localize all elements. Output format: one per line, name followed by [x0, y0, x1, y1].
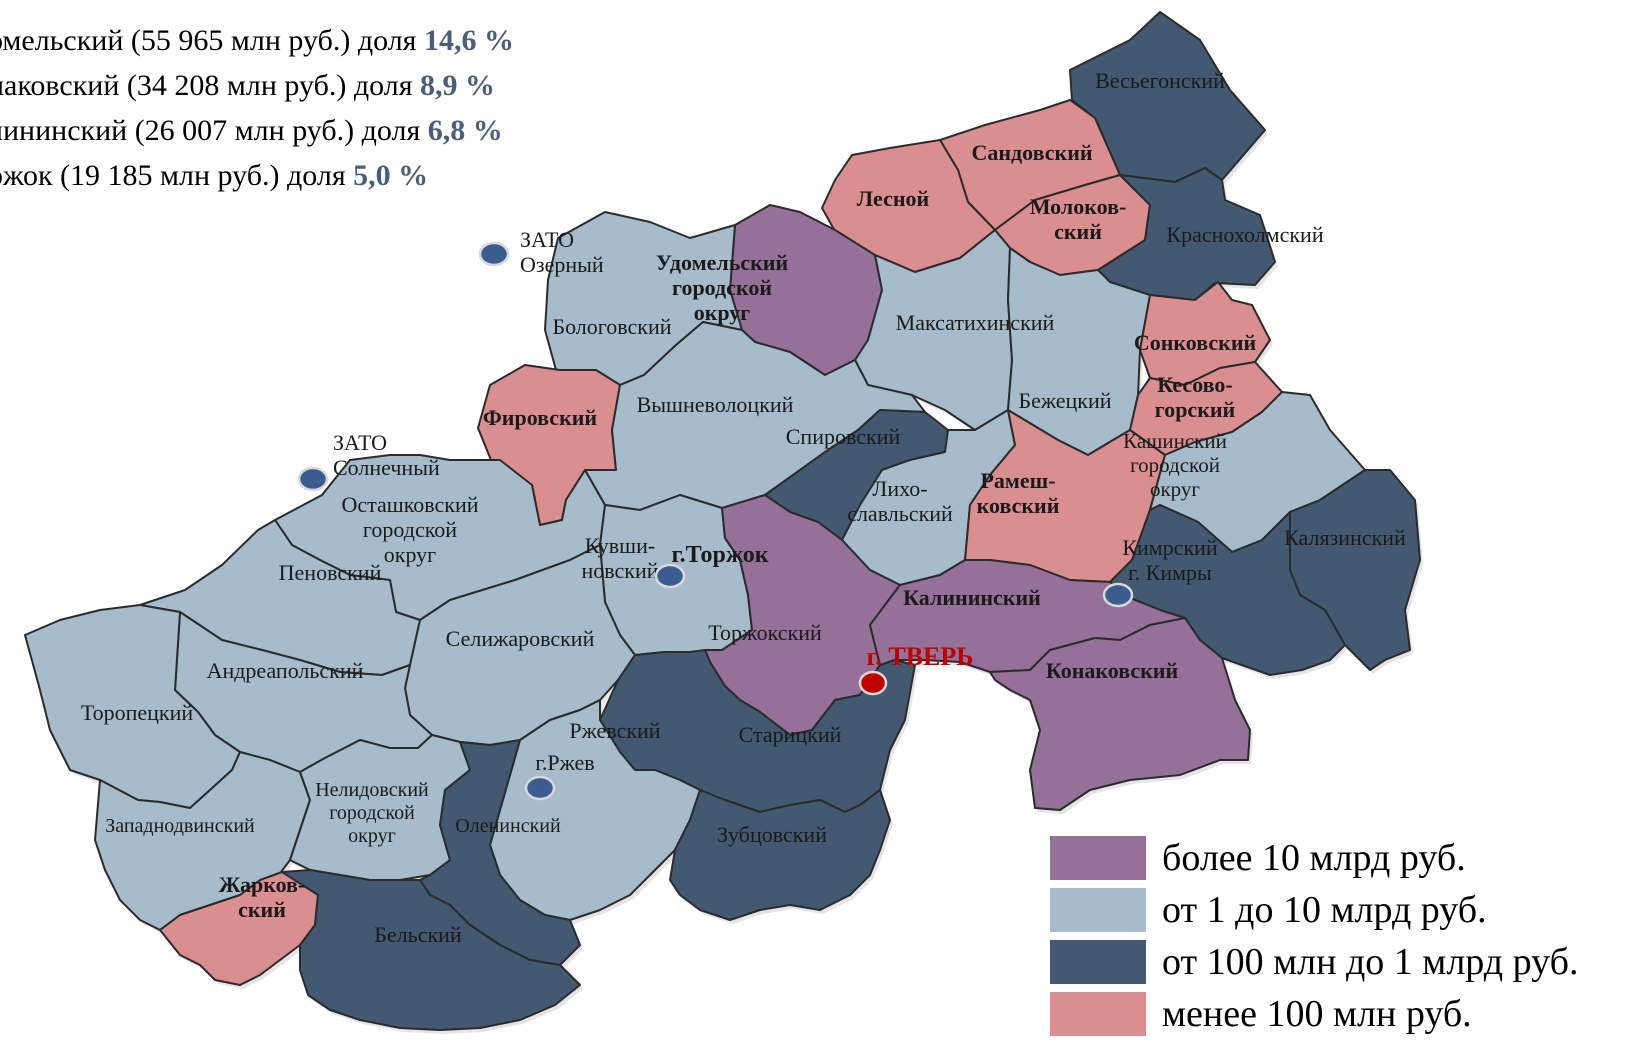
stat-line: омельский (55 965 млн руб.) доля 14,6 %: [0, 18, 514, 63]
legend-swatch-min: [1050, 992, 1146, 1036]
district-label-penovsky: Пеновский: [279, 560, 382, 585]
legend-swatch-mid: [1050, 888, 1146, 932]
legend-label: от 100 млн до 1 млрд руб.: [1162, 941, 1579, 983]
district-label-oleninsky: Оленинский: [455, 815, 561, 837]
district-label-bezhetsky: Бежецкий: [1018, 388, 1111, 413]
legend-item-mid: от 1 до 10 млрд руб.: [1050, 884, 1578, 936]
legend-swatch-high: [1050, 836, 1146, 880]
stat-text: линински​й (26 007 млн руб.) доля: [0, 114, 428, 147]
district-label-belsky: Бельский: [374, 922, 462, 947]
district-label-kalyazinsky: Калязинский: [1284, 525, 1406, 550]
stat-share: 6,8 %: [427, 114, 503, 147]
city-label-torzhok: г.Торжок: [671, 542, 768, 568]
district-label-rzhevsky: Ржевский: [569, 718, 660, 743]
district-label-molokovsky: Молоков-ский: [1030, 194, 1127, 244]
city-marker-kimry[interactable]: [1102, 582, 1134, 608]
district-label-zapadnodvinsky: Западнодвинский: [105, 815, 255, 837]
legend-label: менее 100 млн руб.: [1162, 993, 1472, 1035]
districts-layer: [24, 11, 1423, 1034]
district-label-konakovsky: Конаковский: [1046, 658, 1179, 683]
district-label-kalininsky: Калининский: [903, 585, 1041, 610]
district-label-vyshnevolotsky: Вышневолоцкий: [637, 392, 794, 417]
district-label-vesegonsky: Весьегонский: [1095, 68, 1225, 93]
stat-line: линински​й (26 007 млн руб.) доля 6,8 %: [0, 108, 514, 153]
city-marker-tver[interactable]: [858, 670, 888, 696]
district-label-kesovogorsky: Кесово-горский: [1155, 372, 1236, 422]
district-label-maksatikhinsky: Максатихинский: [896, 310, 1055, 335]
stat-text: наковский (34 208 млн руб.) доля: [0, 69, 421, 102]
district-label-zharkovsky: Жарков-ский: [219, 872, 306, 922]
stat-share: 8,9 %: [420, 69, 496, 102]
city-marker-zato-solnechny[interactable]: [297, 466, 329, 492]
district-belsky[interactable]: [281, 869, 581, 1031]
stat-line: наковский (34 208 млн руб.) доля 8,9 %: [0, 63, 514, 108]
district-label-staritsky: Старицкий: [739, 722, 842, 747]
district-sonkovsky[interactable]: [1139, 281, 1271, 386]
city-marker-torzhok[interactable]: [654, 563, 686, 589]
legend-item-low: от 100 млн до 1 млрд руб.: [1050, 936, 1578, 988]
district-label-torzhoksky: Торжокский: [708, 620, 822, 645]
stat-text: омельский (55 965 млн руб.) доля: [0, 24, 424, 57]
stat-text: ржок (19 185 млн руб.) доля: [0, 159, 354, 192]
legend-label: от 1 до 10 млрд руб.: [1162, 889, 1487, 931]
district-zubtsovsky[interactable]: [669, 789, 891, 921]
map-legend: более 10 млрд руб. от 1 до 10 млрд руб. …: [1050, 832, 1578, 1040]
district-label-firovsky: Фировский: [483, 405, 598, 430]
district-label-andreapolsky: Андреапольский: [207, 658, 364, 683]
top-districts-stats: омельский (55 965 млн руб.) доля 14,6 % …: [0, 18, 514, 198]
city-marker-rzhev[interactable]: [524, 775, 556, 801]
district-label-sonkovsky: Сонковский: [1134, 330, 1257, 355]
district-label-rameshkovsky: Рамеш-ковский: [977, 468, 1060, 518]
legend-item-min: менее 100 млн руб.: [1050, 988, 1578, 1040]
district-label-likhoslavlsky: Лихо-славльский: [847, 476, 953, 526]
district-konakovsky[interactable]: [989, 617, 1251, 811]
district-label-krasnoholmsky: Краснохолмский: [1166, 222, 1323, 247]
district-krasnoholmsky[interactable]: [1097, 167, 1276, 301]
district-label-spirovsky: Спировский: [786, 424, 901, 449]
stat-share: 5,0 %: [353, 159, 429, 192]
district-label-bologovsky: Бологовский: [552, 314, 671, 339]
stat-share: 14,6 %: [423, 24, 514, 57]
stat-line: ржок (19 185 млн руб.) доля 5,0 %: [0, 153, 514, 198]
district-label-zubtsovsky: Зубцовский: [717, 822, 827, 847]
legend-item-high: более 10 млрд руб.: [1050, 832, 1578, 884]
district-label-toropetsky: Торопецкий: [81, 700, 194, 725]
district-label-kuvshinovsky: Кувши-новский: [581, 533, 658, 583]
legend-swatch-low: [1050, 940, 1146, 984]
city-marker-zato-ozerny[interactable]: [478, 241, 510, 267]
legend-label: более 10 млрд руб.: [1162, 837, 1466, 879]
district-label-sandovsky: Сандовский: [971, 140, 1092, 165]
district-label-selizharovsky: Селижаровский: [446, 626, 595, 651]
city-label-rzhev: г.Ржев: [535, 750, 594, 775]
city-label-tver: г. ТВЕРЬ: [867, 642, 974, 671]
district-label-lesnoy: Лесной: [857, 186, 930, 211]
